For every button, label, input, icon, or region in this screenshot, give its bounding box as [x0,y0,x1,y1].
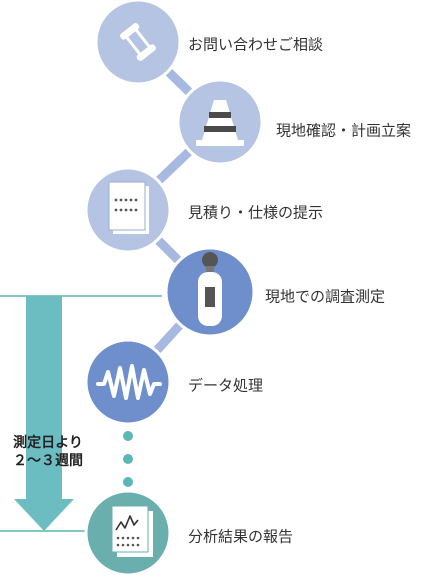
traffic-cone-icon [196,100,244,146]
dotted-connector [123,431,133,487]
step-label-1: お問い合わせご相談 [188,35,324,54]
step-circle-1 [94,0,182,86]
step-circle-2 [176,78,264,166]
step-label-3: 見積り・仕様の提示 [188,203,324,222]
document-icon [108,181,149,234]
step-label-5: データ処理 [188,376,264,395]
report-chart-icon [111,505,153,557]
waveform-icon [96,364,162,400]
step-circle-6 [84,489,172,577]
step-circle-5 [84,338,172,426]
duration-label: 測定日より ２～３週間 [0,434,96,470]
step-label-4: 現地での調査測定 [265,287,386,306]
duration-line-1: 測定日より [13,435,83,451]
phone-icon [120,23,156,61]
step-circle-4 [164,246,256,338]
step-circle-3 [84,166,172,254]
sound-level-meter-icon [198,252,222,326]
step-label-2: 現地確認・計画立案 [276,121,412,140]
duration-line-2: ２～３週間 [13,453,83,469]
step-label-6: 分析結果の報告 [188,527,294,546]
duration-arrow [14,296,74,531]
